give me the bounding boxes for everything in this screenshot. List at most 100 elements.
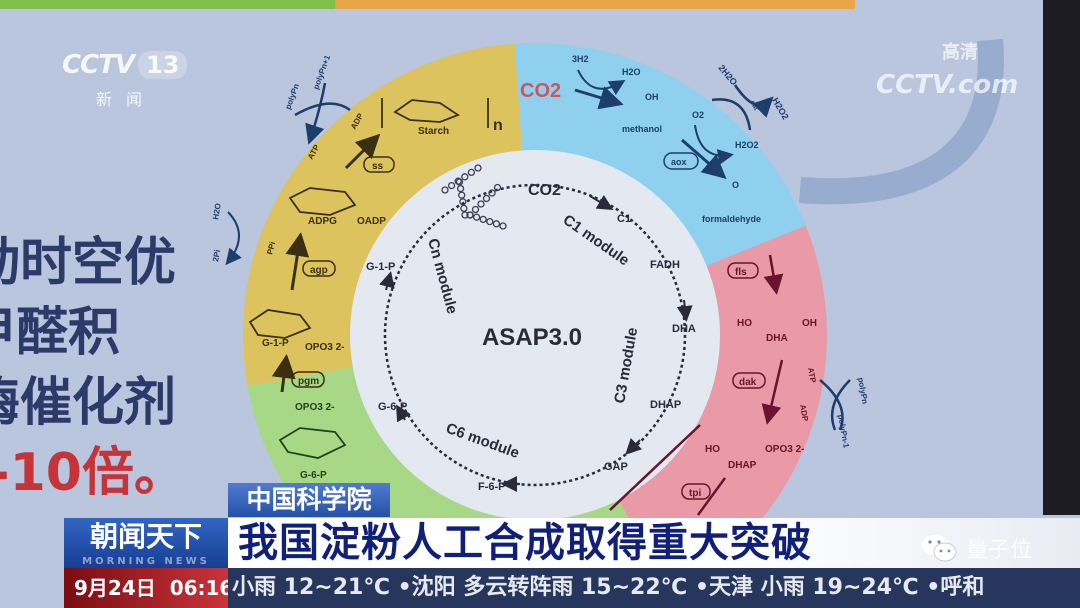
glucose-unit: [477, 200, 485, 208]
cn-g1p: G-1-P: [262, 338, 289, 349]
glucose-unit: [441, 186, 449, 194]
segment-c3: [618, 225, 827, 596]
slide-top-strip-orange: [335, 0, 855, 9]
c3-polyp-n: polyPn: [856, 377, 870, 405]
glucose-unit: [459, 198, 467, 206]
glucose-unit: [460, 204, 468, 213]
c3-adp: ADP: [798, 404, 810, 423]
cn-2pi: 2Pi: [211, 249, 222, 262]
source-tab: 中国科学院: [228, 483, 390, 517]
segment-cn: [243, 43, 523, 386]
c3-dhap-ho: HO: [705, 444, 720, 455]
glucose-unit: [461, 211, 469, 219]
c1-arrow-o2: [694, 124, 734, 165]
segment-c1: [514, 43, 806, 266]
program-name-en: MORNING NEWS: [82, 556, 210, 567]
wechat-icon: [922, 535, 957, 562]
glucose-unit: [455, 178, 464, 186]
cycle-arrow-g6p: [395, 404, 411, 423]
glucose-unit: [482, 194, 491, 203]
c3-enzyme-fls: fls: [735, 267, 747, 278]
cn-ppk-arrows: [295, 82, 351, 140]
c1-arrow-1: [574, 86, 624, 110]
slide-text-line4: -10倍。: [0, 443, 186, 503]
cn-h2o: H2O: [211, 203, 223, 221]
cn-enzyme-pgm: pgm: [298, 376, 319, 387]
c1-formaldehyde-o: O: [732, 180, 739, 190]
c1-co2: CO2: [520, 80, 561, 102]
program-logo: 朝闻天下 MORNING NEWS: [64, 518, 228, 568]
c3-ppk-arrows: [819, 379, 851, 431]
node-g6p: G-6-P: [378, 401, 407, 413]
glucose-unit: [458, 191, 466, 199]
date-time: 9月24日 06:16: [64, 568, 233, 608]
cn-enzyme-ss: ss: [372, 161, 384, 172]
slide-top-strip-green: [0, 0, 335, 9]
node-gap: GAP: [604, 461, 628, 473]
node-g1p: G-1-P: [366, 261, 395, 273]
glucose-unit: [456, 184, 465, 193]
watermark-text: 量子位: [966, 538, 1033, 563]
watermark: 量子位: [920, 532, 1032, 564]
cn-ppi: PPi: [265, 241, 277, 256]
cn-oadp: OADP: [357, 216, 386, 227]
cn-arrow-ss: [344, 133, 381, 170]
hd-label: 高清: [942, 42, 978, 63]
date: 9月24日: [74, 576, 156, 600]
node-co2: CO2: [528, 182, 561, 199]
c1-h2o: H2O: [622, 67, 641, 77]
slide-text-line3: 酶催化剂: [0, 373, 177, 433]
glucose-unit: [488, 189, 496, 197]
c1-h2o2-out: H2O2: [770, 96, 790, 121]
glucose-unit: [471, 205, 480, 214]
c3-dha: DHA: [766, 333, 788, 344]
headline: 我国淀粉人工合成取得重大突破: [228, 518, 1080, 568]
channel-number: 13: [138, 51, 188, 79]
program-name: 朝闻天下: [89, 520, 202, 553]
cn-adpg: ADPG: [308, 216, 337, 227]
channel-sub: 新闻: [96, 90, 157, 109]
inner-cycle-dotted: [383, 183, 687, 487]
glucose-unit: [474, 164, 482, 172]
node-fadh: FADH: [650, 259, 680, 271]
c1-enzyme-aox: aox: [671, 157, 687, 167]
cycle-arrow-gap: [625, 437, 643, 455]
cn-adpg-ring: [288, 187, 357, 216]
cn-enzyme-agp-box: [302, 260, 336, 277]
c3-dhap-opo3: OPO3 2-: [765, 444, 804, 455]
glucose-unit: [466, 211, 474, 219]
node-f6p: F-6-P: [478, 481, 506, 493]
c1-o2: O2: [692, 110, 704, 120]
c1-two-h2o: 2H2O: [716, 63, 739, 87]
starch-branch-icon: [441, 164, 507, 230]
slide-text-line2: 甲醛积: [0, 303, 121, 363]
glucose-unit: [461, 173, 469, 181]
cn-enzyme-agp: agp: [310, 265, 328, 276]
slide-left-text: 动时空优 甲醛积 酶催化剂 -10倍。: [0, 228, 186, 508]
glucose-unit: [486, 217, 494, 226]
c1-cat-arrows: [711, 85, 770, 131]
glucose-unit: [493, 183, 502, 192]
glucose-unit: [499, 222, 507, 230]
cycle-arrow-c1: [589, 194, 614, 211]
cn-starch: Starch: [418, 126, 449, 137]
cn-arrow-pgm: [271, 354, 296, 393]
feed-arrow: [799, 38, 1004, 205]
cn-enzyme-pgm-box: [291, 371, 325, 388]
cycle-arrow-dha: [676, 299, 693, 322]
cn-polyp-n: polyPn: [283, 82, 301, 110]
c3-line-tpi: [609, 424, 727, 516]
c1-arrow-h2: [577, 69, 626, 96]
cctv-wordmark: CCTV: [62, 50, 135, 80]
weather-ticker: 小雨 12~21℃ •沈阳 多云转阵雨 15~22℃ •天津 小雨 19~24℃…: [228, 568, 1080, 608]
cn-ppa-arrow: [225, 211, 242, 266]
cn-starch-ring: [381, 98, 489, 128]
c1-h2o2: H2O2: [735, 140, 759, 150]
c6-g6p: G-6-P: [300, 470, 327, 481]
center-label: ASAP3.0: [482, 324, 582, 351]
cctv-hd-logo: CCTV.com 高清: [876, 42, 1018, 100]
c6-opo3: OPO3 2-: [295, 402, 334, 413]
glucose-unit: [472, 213, 481, 221]
